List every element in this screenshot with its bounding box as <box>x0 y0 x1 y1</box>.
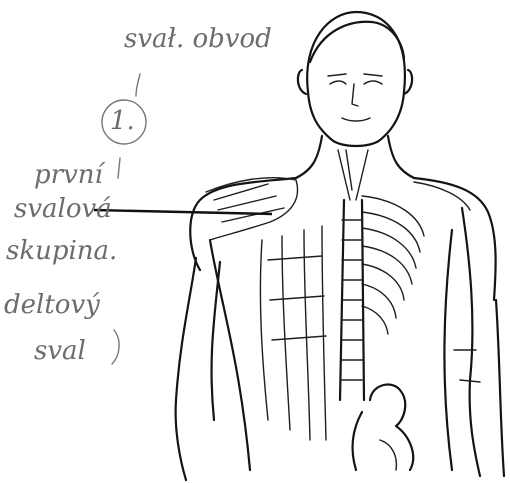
top-label: svał. obvod <box>124 26 272 52</box>
label-bracket <box>112 330 119 364</box>
arms <box>176 208 504 480</box>
pelvis <box>353 385 414 470</box>
label-tick <box>136 74 140 96</box>
abdominal-muscles <box>260 226 326 440</box>
ribcage <box>362 196 424 334</box>
number-label: 1. <box>110 108 135 134</box>
side-label-line-5: sval <box>34 338 86 364</box>
head <box>298 12 412 146</box>
side-label-line-4: deltový <box>4 292 100 318</box>
number-connector <box>118 158 120 178</box>
side-label-line-2: svalová <box>14 196 112 222</box>
spine <box>340 200 364 400</box>
side-label-line-1: první <box>34 162 103 188</box>
side-label-line-3: skupina. <box>6 238 117 264</box>
label-pointer-line <box>94 210 272 214</box>
